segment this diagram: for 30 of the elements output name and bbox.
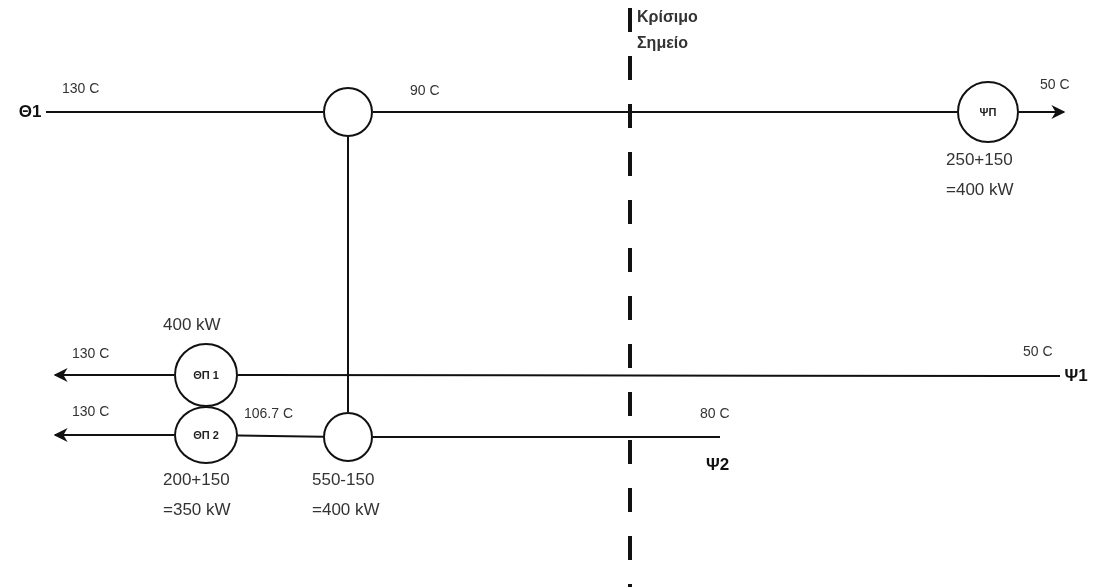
power-note: 400 kW [163,314,222,336]
pipe-line [45,111,324,113]
unit-circle: ΘΠ 2 [174,406,238,464]
flow-arrow [53,428,175,442]
temperature-label: 50 C [1040,76,1070,93]
stream-name: Ψ2 [706,455,730,476]
temperature-label: 130 C [72,345,110,362]
pipe-line [372,436,721,438]
power-note: 200+150 =350 kW [163,469,232,521]
temperature-label: 90 C [410,82,440,99]
unit-circle: ΨΠ [957,81,1019,143]
temperature-label: 130 C [62,80,100,97]
mixer-circle [323,412,373,462]
mixer-circle [323,87,373,137]
pipe-line [237,434,324,438]
critical-point-label: Κρίσιμο Σημείο [637,7,699,53]
pipe-line [347,136,349,413]
temperature-label: 80 C [700,405,730,422]
temperature-label: 130 C [72,403,110,420]
temperature-label: 50 C [1023,343,1053,360]
unit-circle: ΘΠ 1 [174,343,238,407]
power-note: 550-150 =400 kW [312,469,381,521]
temperature-label: 106.7 C [244,405,294,422]
pipe-line [372,111,958,113]
stream-name: Θ1 [16,101,44,123]
stream-name: Ψ1 [1062,365,1090,387]
power-note: 250+150 =400 kW [946,149,1015,201]
pipe-line [237,374,1061,377]
flow-arrow [1018,105,1066,119]
flow-arrow [53,368,175,382]
